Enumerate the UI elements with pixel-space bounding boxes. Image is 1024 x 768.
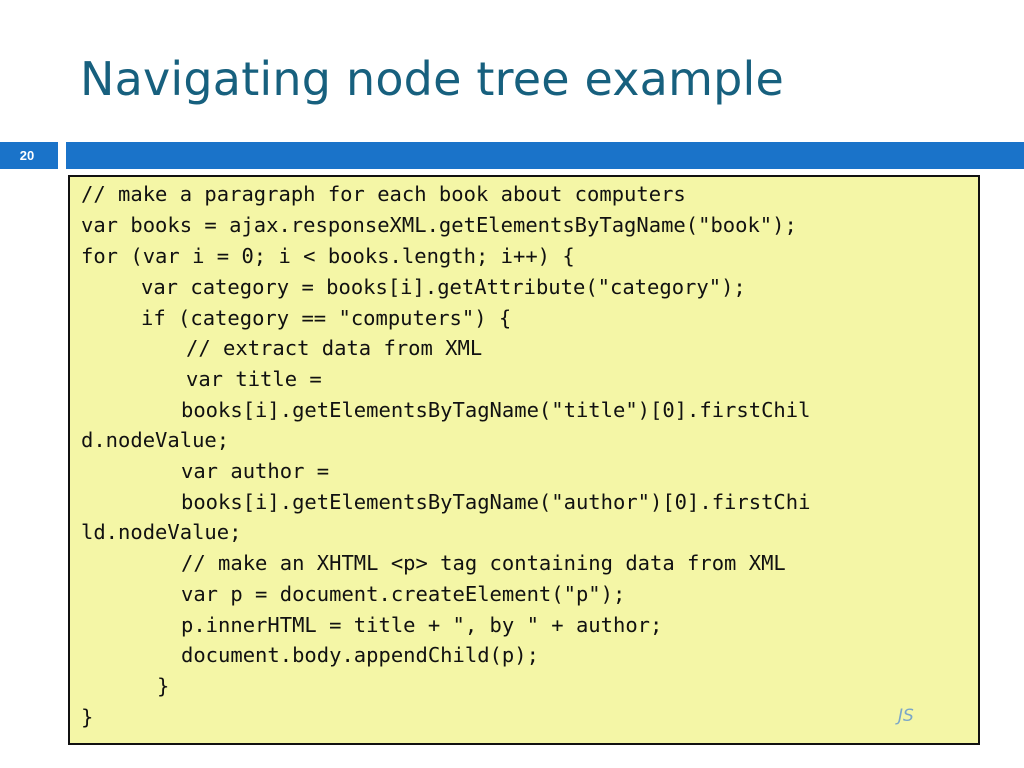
- code-line-1: // make a paragraph for each book about …: [81, 182, 686, 206]
- code-line-10: var author =: [181, 459, 330, 483]
- slide-number-badge: 20: [0, 142, 58, 169]
- code-line-16: document.body.appendChild(p);: [181, 643, 539, 667]
- code-line-7: var title =: [186, 367, 322, 391]
- code-block: [68, 175, 980, 745]
- code-line-2: var books = ajax.responseXML.getElements…: [81, 213, 797, 237]
- code-line-6: // extract data from XML: [186, 336, 483, 360]
- code-line-12: ld.nodeValue;: [81, 520, 242, 544]
- code-line-15: p.innerHTML = title + ", by " + author;: [181, 613, 663, 637]
- code-line-8: books[i].getElementsByTagName("title")[0…: [181, 398, 811, 422]
- code-line-11: books[i].getElementsByTagName("author")[…: [181, 490, 811, 514]
- code-line-4: var category = books[i].getAttribute("ca…: [141, 275, 746, 299]
- code-line-13: // make an XHTML <p> tag containing data…: [181, 551, 786, 575]
- code-line-17: }: [157, 674, 170, 698]
- code-line-9: d.nodeValue;: [81, 428, 230, 452]
- slide-number: 20: [19, 148, 35, 163]
- code-line-18: }: [81, 705, 94, 729]
- code-line-14: var p = document.createElement("p");: [181, 582, 626, 606]
- language-tag: JS: [898, 706, 914, 726]
- code-line-3: for (var i = 0; i < books.length; i++) {: [81, 244, 575, 268]
- code-line-5: if (category == "computers") {: [141, 306, 512, 330]
- accent-bar: [66, 142, 1024, 169]
- slide-title: Navigating node tree example: [80, 52, 784, 106]
